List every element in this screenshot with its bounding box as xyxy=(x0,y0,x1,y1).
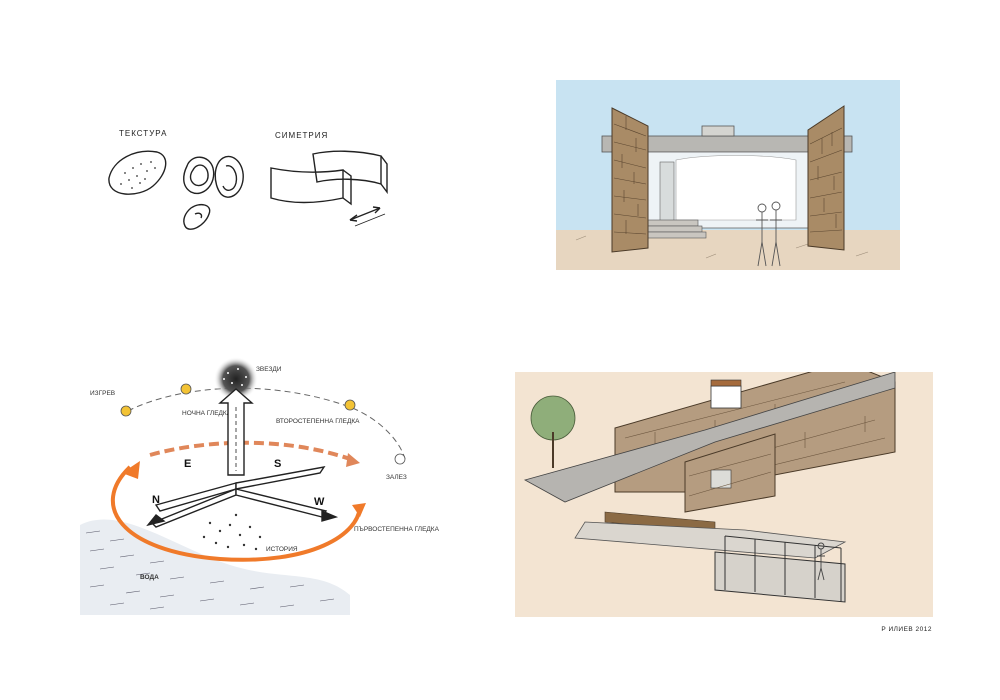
texture-symmetry-sketch: ТЕКСТУРА СИМЕТРИЯ xyxy=(95,118,425,248)
stars-icon xyxy=(214,357,258,401)
sunrise-label: ИЗГРЕВ xyxy=(90,390,115,397)
primary-view-arc xyxy=(110,465,362,562)
main-view-label: НОЧНА ГЛЕДКА xyxy=(182,410,232,417)
symmetry-label: СИМЕТРИЯ xyxy=(275,131,328,140)
history-marks xyxy=(202,513,262,551)
people-figures xyxy=(756,201,782,267)
primary-view-label: ПЪРВОСТЕПЕННА ГЛЕДКА xyxy=(354,526,440,533)
west-letter: W xyxy=(314,496,325,508)
right-stone-wall xyxy=(807,105,845,251)
orientation-diagram: ВОДА ИЗГРЕВ НОЧНА ГЛЕДКА ЗВЕЗДИ ВТОРОСТЕ… xyxy=(60,355,440,615)
secondary-view-arc xyxy=(149,440,351,461)
history-label: ИСТОРИЯ xyxy=(266,546,298,553)
sun-path-arc xyxy=(127,387,406,460)
shell-halves-sketch xyxy=(183,155,244,230)
east-letter: E xyxy=(184,458,191,470)
tree-sketch xyxy=(530,395,576,468)
compass-rose xyxy=(146,466,339,528)
ground-plane xyxy=(556,230,900,270)
water-area: ВОДА xyxy=(80,519,350,615)
sunset-label: ЗАЛЕЗ xyxy=(386,474,407,481)
left-stone-wall xyxy=(611,107,649,253)
stars-label: ЗВЕЗДИ xyxy=(256,366,282,373)
symmetry-blocks-sketch xyxy=(270,150,388,227)
walkway xyxy=(574,521,847,559)
roof-slab xyxy=(523,372,896,503)
terrace-railing xyxy=(714,535,846,603)
texture-label: ТЕКСТУРА xyxy=(119,129,167,138)
aerial-perspective-drawing xyxy=(515,372,933,617)
roof-skylight xyxy=(701,125,735,137)
section-perspective-drawing xyxy=(556,80,900,270)
person-figure xyxy=(817,542,825,581)
roof-skylight xyxy=(710,379,742,409)
almond-sketch xyxy=(108,150,167,195)
water-label: ВОДА xyxy=(140,574,159,581)
author-credit: Р ИЛИЕВ 2012 xyxy=(881,626,932,633)
north-view-arrow xyxy=(218,388,254,476)
sun-icon xyxy=(120,383,406,465)
front-stone-block xyxy=(684,433,776,513)
secondary-view-label: ВТОРОСТЕПЕННА ГЛЕДКА xyxy=(276,418,360,425)
south-letter: S xyxy=(274,458,281,470)
north-letter: N xyxy=(152,494,160,506)
